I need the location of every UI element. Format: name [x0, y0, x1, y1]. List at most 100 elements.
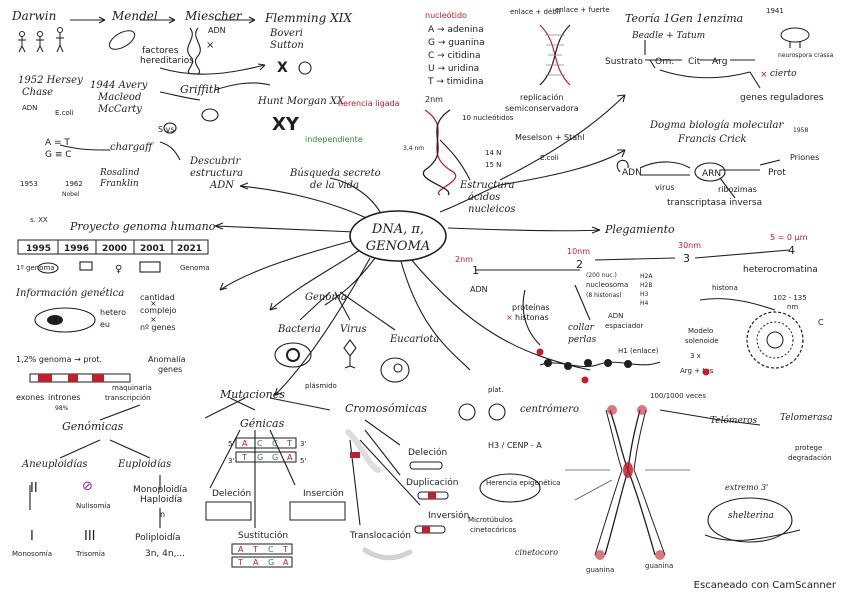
ngenes-label: nº genes	[140, 323, 176, 332]
monosomia-glyph: I	[30, 529, 34, 544]
chromosome-pair-glyph: II	[30, 481, 38, 496]
neurospora-label: neurospora crassa	[778, 52, 834, 59]
orn-label: Orn.	[655, 57, 674, 67]
gene-structure-bar	[29, 373, 131, 383]
eukaryote-icon	[380, 357, 410, 383]
histonas-paren: (8 histonas)	[586, 292, 622, 299]
sust-bot-2: A	[253, 558, 259, 567]
mutaciones-label: Mutaciones	[219, 388, 285, 401]
nucleotide-c: C → citidina	[428, 51, 480, 61]
virus-org-label: Virus	[340, 324, 367, 335]
sustitucion-seq: A T C T T A G A	[231, 543, 293, 568]
base-bot-2: G	[257, 453, 263, 462]
genicas-sequence-diagram: 5' 3' 3' 5' A C C T T G G A	[228, 437, 306, 465]
rosalind-label: Rosalind	[99, 168, 140, 178]
hunt-morgan-label: Hunt Morgan XX	[257, 96, 345, 107]
timeline-table: 1995 1996 2000 2001 2021	[17, 239, 209, 255]
sust-bot-4: A	[283, 558, 289, 567]
year-2001: 2001	[140, 244, 165, 254]
base-top-2: C	[257, 439, 263, 448]
beadle-label: Beadle + Tatum	[631, 31, 705, 41]
intrones-label: intrones	[48, 393, 81, 402]
virus-label: virus	[655, 183, 674, 192]
yeast-icon	[79, 261, 93, 271]
bacterium-timeline-icon	[37, 262, 59, 274]
independiente-label: independiente	[305, 135, 363, 144]
nm2-label: 2nm	[425, 95, 443, 104]
info-genetica-label: Información genética	[15, 288, 124, 299]
dogma-adn: ADN	[622, 168, 642, 178]
five-prime-b: 5'	[300, 457, 306, 465]
base-bot-4: A	[287, 453, 293, 462]
nulisomia-label: Nulisomía	[76, 502, 111, 510]
replication-loop-icon	[616, 159, 629, 173]
estructura-line1: Estructura	[459, 180, 515, 191]
factores-label: factores	[142, 46, 179, 56]
centromere-inset-circle-2	[488, 403, 506, 421]
meselson-label: Meselson + Stahl	[515, 133, 584, 142]
ecoli-label: E.coli	[55, 109, 74, 117]
chromosome-x-icon: X	[277, 60, 288, 76]
estructura-line2: ácidos	[468, 192, 500, 203]
siglo-label: s. XX	[30, 216, 48, 224]
chromosome-shape-icon	[345, 429, 381, 473]
solenoid-spiral	[746, 311, 804, 369]
mccarty-label: McCarty	[97, 104, 142, 115]
stage-3: 3	[683, 252, 690, 265]
hersey-label: 1952 Hersey	[18, 75, 83, 86]
herencia-label: Herencia epigenética	[486, 479, 560, 487]
ploidy-label: 3n, 4n,...	[145, 549, 185, 559]
meselson-ecoli: E.coli	[540, 154, 559, 162]
poliploidia-label: Poliploidía	[135, 533, 181, 543]
base-top-4: T	[286, 439, 292, 448]
telomere-strand-icon	[704, 529, 801, 541]
sv-label: S vs	[158, 125, 175, 134]
veces-label: 100/1000 veces	[650, 392, 706, 400]
griffith-label: Griffith	[180, 83, 220, 96]
euploidias-label: Euploidías	[117, 459, 171, 470]
dogma-arn: ARN	[702, 169, 721, 179]
c-label: C	[818, 318, 824, 327]
arg-lys-label: Arg + Lys	[680, 367, 714, 375]
chromosome-pair-icon: XY	[272, 114, 300, 135]
collar-line1: collar	[568, 323, 595, 333]
h2a-label: H2A	[640, 273, 653, 280]
virus-icon	[343, 339, 357, 369]
hetero-label: hetero	[100, 308, 126, 317]
protege-line1: protege	[795, 444, 822, 452]
arn-circle	[694, 162, 726, 182]
platinum-icon: plat.	[488, 386, 504, 394]
teoria-label: Teoría 1Gen 1enzima	[625, 12, 743, 25]
complejo-x-mark: ×	[150, 315, 157, 324]
eu-label: eu	[100, 320, 110, 329]
nm10-label: 10nm	[567, 247, 590, 256]
shelterina-label: shelterina	[728, 511, 774, 521]
h3cenp-label: H3 / CENP - A	[488, 441, 542, 450]
teoria-year: 1941	[766, 7, 784, 15]
um-label: 5 = 0 µm	[770, 233, 808, 242]
shelterin-ellipse	[707, 497, 793, 543]
three-prime-b: 3'	[228, 457, 234, 465]
nulisomia-icon: ⊘	[82, 479, 93, 494]
nm34-label: 3,4 nm	[403, 145, 424, 152]
year-1995: 1995	[26, 244, 51, 254]
teoria-section: Teoría 1Gen 1enzima 1941 Beadle + Tatum …	[605, 7, 834, 208]
fold-adn-label: ADN	[470, 285, 488, 294]
enlace-fuerte: enlace + fuerte	[555, 6, 610, 14]
cromosomicas-label: Cromosómicas	[345, 402, 427, 415]
year-1962: 1962	[65, 180, 83, 188]
monoploidia-label: Monoploidía	[133, 485, 187, 495]
n14-label: 14 N	[485, 149, 501, 157]
year-1996: 1996	[64, 244, 89, 254]
nucleosome-beads	[536, 348, 710, 384]
duplicacion-label: Duplicación	[406, 477, 458, 488]
histonas-label: histonas	[515, 313, 549, 322]
stage-1: 1	[472, 264, 479, 277]
hereditarios-label: hereditarios	[140, 56, 194, 66]
transcriptasa-label: transcriptasa inversa	[667, 198, 762, 208]
nucleotidos10-label: 10 nucleótidos	[462, 114, 514, 122]
flemming-label: Flemming XIX	[264, 11, 352, 25]
central-ellipse	[349, 210, 447, 262]
maquinaria-label: maquinaria	[112, 384, 152, 392]
